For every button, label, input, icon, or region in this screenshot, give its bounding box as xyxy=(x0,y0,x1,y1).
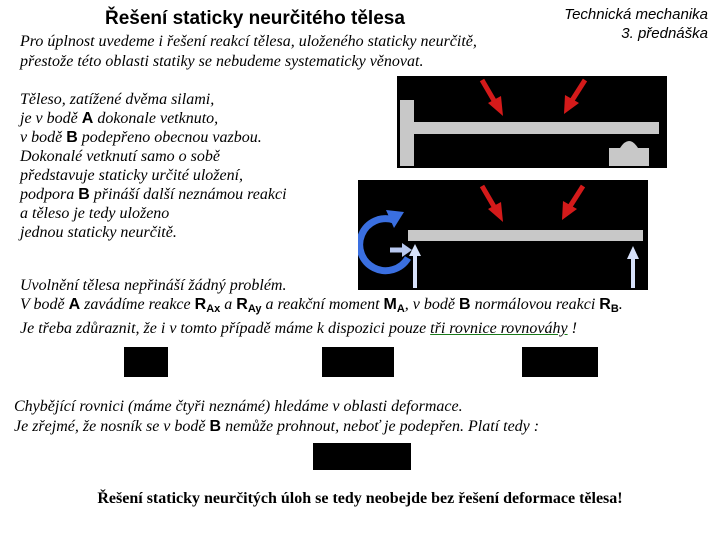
force-arrow-1-freed xyxy=(479,184,503,222)
equation-placeholder-2 xyxy=(322,347,394,377)
freed-beam xyxy=(408,230,643,241)
desc-line-3: v bodě B podepřeno obecnou vazbou. xyxy=(20,129,262,146)
desc-line-8: jednou staticky neurčitě. xyxy=(20,224,177,241)
deformation-line-2: Je zřejmé, že nosník se v bodě B nemůže … xyxy=(14,418,540,435)
figure-loaded-beam xyxy=(397,76,667,168)
force-arrow-1 xyxy=(479,78,503,116)
desc-line-2: je v bodě A dokonale vetknuto, xyxy=(20,110,219,127)
desc-line-4: Dokonalé vetknutí samo o sobě xyxy=(20,148,220,165)
force-arrow-2 xyxy=(564,78,588,114)
wall-support-a xyxy=(400,100,414,166)
conclusion-text: Řešení staticky neurčitých úloh se tedy … xyxy=(97,490,623,507)
reaction-arrow-rb xyxy=(627,246,639,288)
deformation-paragraph: Chybějící rovnici (máme čtyři neznámé) h… xyxy=(14,397,704,437)
intro-text: Pro úplnost uvedeme i řešení reakcí těle… xyxy=(20,32,580,72)
course-label: Technická mechanika 3. přednáška xyxy=(564,5,708,43)
reaction-arrow-ray xyxy=(409,244,421,288)
desc-line-1: Těleso, zatížené dvěma silami, xyxy=(20,91,215,108)
reaction-arrow-rax xyxy=(390,243,412,257)
figure-freed-beam xyxy=(358,180,648,290)
page-title: Řešení staticky neurčitého tělesa xyxy=(105,8,405,29)
intro-line-2: přestože této oblasti statiky se nebudem… xyxy=(20,53,424,70)
reactions-line-1: Uvolnění tělesa nepřináší žádný problém. xyxy=(20,277,287,294)
reactions-line-2: V bodě A zavádíme reakce RAx a RAy a rea… xyxy=(20,296,623,315)
equation-placeholder-4 xyxy=(313,443,411,470)
reactions-paragraph: Uvolnění tělesa nepřináší žádný problém.… xyxy=(20,276,710,338)
description-text: Těleso, zatížené dvěma silami, je v bodě… xyxy=(20,90,400,242)
equation-placeholder-1 xyxy=(124,347,168,377)
force-arrow-2-freed xyxy=(562,184,586,220)
equation-placeholder-3 xyxy=(522,347,598,377)
moment-arrow-ma xyxy=(358,210,411,275)
desc-line-7: a těleso je tedy uloženo xyxy=(20,205,170,222)
lecture-number: 3. přednáška xyxy=(621,25,708,42)
desc-line-6: podpora B přináší další neznámou reakci xyxy=(20,186,287,203)
deformation-line-1: Chybějící rovnici (máme čtyři neznámé) h… xyxy=(14,398,463,415)
support-b xyxy=(609,148,649,166)
intro-line-1: Pro úplnost uvedeme i řešení reakcí těle… xyxy=(20,33,477,50)
beam xyxy=(414,122,659,134)
three-equations-emphasis: tři rovnice rovnováhy xyxy=(430,320,568,337)
course-name: Technická mechanika xyxy=(564,6,708,23)
reactions-line-3: Je třeba zdůraznit, že i v tomto případě… xyxy=(20,320,577,337)
desc-line-5: představuje staticky určité uložení, xyxy=(20,167,244,184)
